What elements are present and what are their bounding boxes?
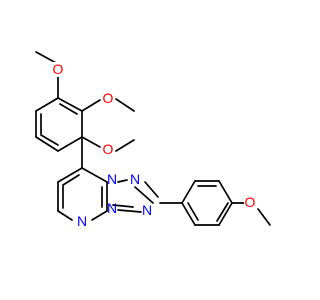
oxygen-label: O: [53, 61, 64, 77]
molecule-canvas: O O O O N N N N N: [35, 51, 271, 229]
bond: [57, 210, 73, 221]
bond: [134, 186, 154, 204]
nitrogen-label: N: [142, 202, 152, 218]
double-bond-inner: [40, 134, 59, 146]
double-bond-inner: [112, 204, 134, 208]
bond: [57, 167, 83, 183]
nitrogen-label: N: [77, 213, 87, 229]
oxygen-label: O: [103, 141, 114, 157]
nitrogen-label: N: [107, 200, 117, 216]
double-bond-inner: [187, 202, 199, 221]
double-bond-inner: [216, 202, 229, 222]
bond: [115, 98, 135, 112]
nitrogen-label: N: [130, 171, 140, 187]
bond: [218, 180, 233, 204]
pyrimidine-ring: [57, 167, 108, 221]
molecule-structure: O O O O N N N N N: [35, 51, 271, 229]
bond: [117, 209, 142, 213]
bond: [35, 136, 59, 152]
bond: [81, 136, 101, 148]
trimethoxyphenyl-ring: [35, 97, 83, 152]
oxygen-label: O: [103, 90, 114, 106]
double-bond-inner: [59, 103, 78, 115]
bond: [181, 180, 196, 204]
bond: [117, 179, 128, 183]
bond: [91, 210, 108, 221]
bond: [57, 136, 83, 152]
bond: [81, 99, 101, 112]
bond: [218, 202, 233, 226]
triazole-ring: [112, 179, 159, 213]
atom-labels: O O O O N N N N N: [52, 61, 256, 229]
nitrogen-label: N: [107, 171, 117, 187]
bond: [115, 139, 135, 152]
bond: [181, 202, 196, 226]
bond: [35, 97, 59, 112]
double-bond-inner: [62, 174, 80, 186]
bond: [57, 97, 83, 112]
double-bond-inner: [144, 181, 159, 198]
bond: [81, 167, 108, 183]
bond: [257, 208, 271, 226]
methoxyphenyl-ring: [159, 180, 271, 226]
oxygen-label: O: [245, 194, 256, 210]
